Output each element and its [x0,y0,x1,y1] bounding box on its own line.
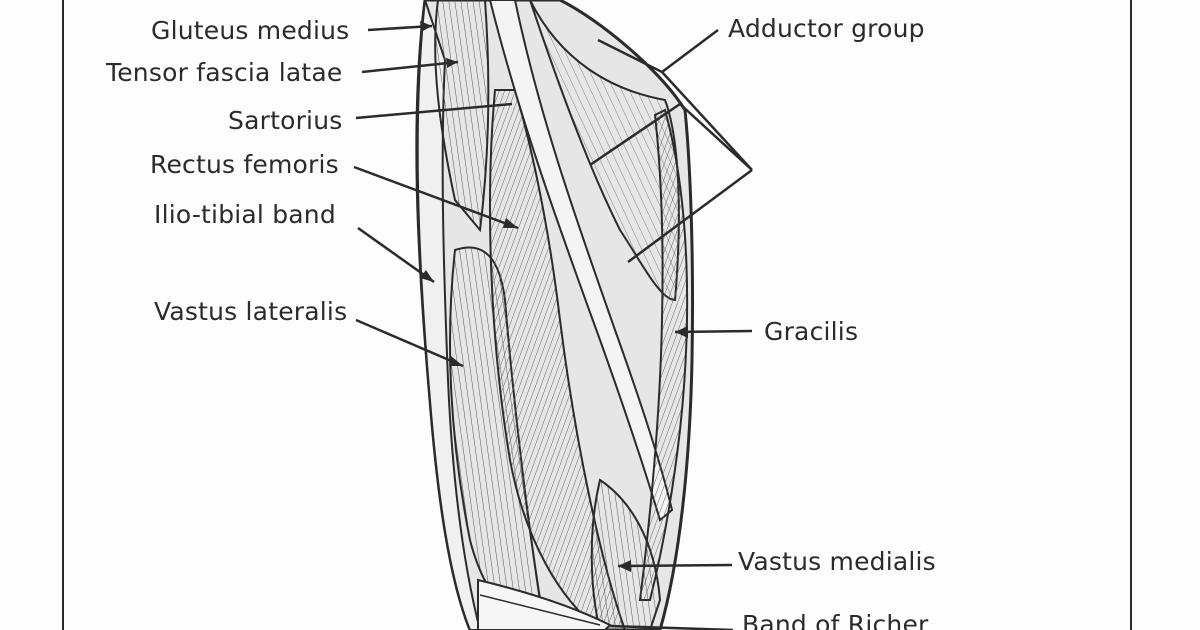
leader-adductor-lower [589,102,681,167]
arrowhead-gluteus [420,21,432,32]
leader-lines [353,24,753,630]
arrowhead-vastus-med [618,560,631,572]
label-tensor-fascia-latae: Tensor fascia latae [106,58,343,87]
arrowhead-vastus-lat [449,356,463,366]
arrowhead-ilio [420,270,434,282]
band-of-richer-shape [477,578,612,630]
leader-ilio-tibial [357,226,435,284]
arrowhead-gracilis [675,326,688,338]
arrowheads [420,21,688,572]
leader-sartorius [355,102,513,120]
leader-vastus-medialis [617,563,733,568]
sartorius-shape [488,0,674,522]
vastus-medialis-shape [590,478,662,630]
frame-border-right [1130,0,1132,630]
label-rectus-femoris: Rectus femoris [150,150,339,179]
label-vastus-lateralis: Vastus lateralis [154,297,348,326]
rectus-femoris-shape [489,89,627,630]
label-adductor-group: Adductor group [728,14,925,43]
leader-vastus-lateralis [355,318,464,368]
label-ilio-tibial-band: Ilio-tibial band [154,200,336,229]
leader-band-of-richer [609,624,734,630]
label-gluteus-medius: Gluteus medius [151,16,350,45]
label-vastus-medialis: Vastus medialis [738,547,936,576]
leader-adductor-bracket [597,38,753,171]
arrowhead-tensor [446,58,458,68]
arrowhead-rectus [503,218,518,228]
label-gracilis: Gracilis [764,317,859,346]
leader-rectus-femoris [353,165,519,230]
leader-adductor-top [661,29,719,73]
label-sartorius: Sartorius [228,106,343,135]
leader-adductor-bottom [627,168,753,264]
leader-tensor-fascia [361,60,459,74]
frame-border-left [62,0,64,630]
label-band-of-richer: Band of Richer [742,610,929,630]
